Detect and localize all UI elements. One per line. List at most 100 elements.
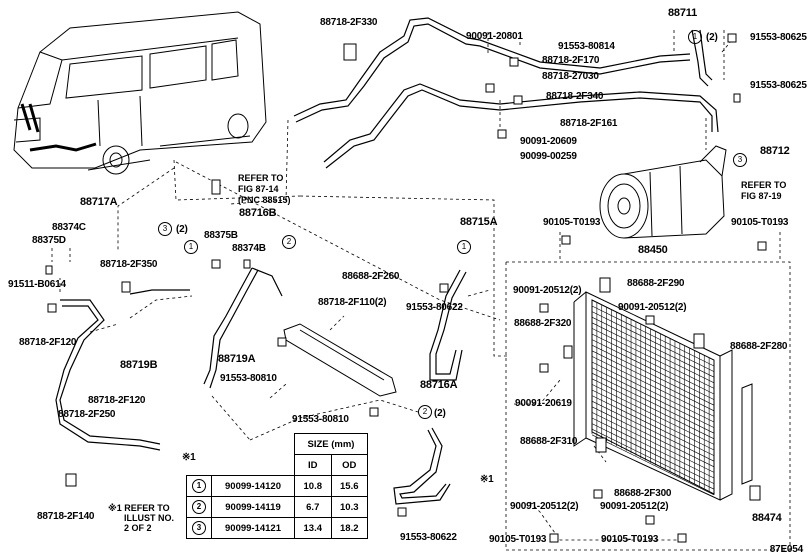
hose-size-table: SIZE (mm) ID OD 1 90099-14120 10.8 15.6 …: [186, 433, 368, 539]
label-90091-20619: 90091-20619: [515, 398, 572, 409]
label-88718-2f140: 88718-2F140: [37, 511, 95, 522]
table-header-od: OD: [330, 454, 368, 476]
condenser-tube: [591, 333, 715, 395]
callout-ref-mark: ※1: [182, 452, 196, 463]
table-cell-part: 90099-14119: [211, 496, 295, 518]
footnote-mark: ※1: [108, 503, 122, 513]
bracket-88688-2f260: [283, 323, 397, 397]
footnote: ※1 REFER TO ILLUST NO. 2 OF 2: [108, 503, 174, 533]
condenser-88450: [573, 291, 761, 501]
footnote-text: 2 OF 2: [124, 523, 152, 533]
van-illustration: [13, 11, 267, 175]
callout-1: 1: [457, 240, 471, 254]
label-91511-b0614: 91511-B0614: [8, 279, 66, 290]
label-88718-2f120-a: 88718-2F120: [19, 337, 77, 348]
condenser-tube: [591, 389, 715, 451]
condenser-tube: [591, 361, 715, 423]
callout-1: 1: [184, 240, 198, 254]
label-88688-2f260: 88688-2F260: [342, 271, 400, 282]
callout-qty: (2): [176, 224, 188, 235]
table-cell-id: 10.8: [294, 475, 332, 497]
condenser-tube: [591, 406, 715, 468]
condenser-tube: [591, 328, 715, 389]
label-88719a: 88719A: [218, 353, 256, 365]
table-row: 1 90099-14120 10.8 15.6: [186, 475, 368, 497]
label-88474: 88474: [752, 512, 782, 524]
label-88718-2f110: 88718-2F110(2): [318, 297, 387, 308]
label-88717a: 88717A: [80, 196, 118, 208]
table-cell-od: 18.2: [330, 517, 368, 539]
table-cell-no: 2: [186, 496, 212, 518]
pipe-88716a: [393, 427, 451, 505]
label-90091-20512-c: 90091-20512(2): [510, 501, 579, 512]
table-row: 3 90099-14121 13.4 18.2: [186, 517, 368, 539]
table-cell-id: 13.4: [294, 517, 332, 539]
label-91553-80814: 91553-80814: [558, 41, 615, 52]
label-90091-20512-a: 90091-20512(2): [513, 285, 582, 296]
label-90105-t0193-c: 90105-T0193: [489, 534, 547, 545]
label-88718-27030: 88718-27030: [542, 71, 599, 82]
row-number: 2: [192, 500, 206, 514]
condenser-tube: [591, 339, 715, 400]
callout-3: 3: [733, 153, 747, 167]
label-88718-2f120-b: 88718-2F120: [88, 395, 146, 406]
label-88718-2f340: 88718-2F340: [546, 91, 604, 102]
label-88688-2f310: 88688-2F310: [520, 436, 578, 447]
label-90105-t0193-a: 90105-T0193: [543, 217, 601, 228]
callout-ref-mark: ※1: [480, 474, 494, 485]
refer-note-fig-87-14: REFER TO FIG 87-14 (PNC 88515): [238, 173, 291, 206]
table-cell-id: 6.7: [294, 496, 332, 518]
callout-2: 2: [418, 405, 432, 419]
condenser-tube: [591, 316, 715, 378]
label-91553-80622-a: 91553-80622: [406, 302, 463, 313]
row-number: 3: [192, 521, 206, 535]
pipe-88716b: [203, 267, 283, 389]
label-88712: 88712: [760, 145, 790, 157]
leader-lines: [51, 30, 791, 551]
label-88374c: 88374C: [52, 222, 86, 233]
label-88688-2f280: 88688-2F280: [730, 341, 788, 352]
pipe-88715a: [429, 269, 467, 381]
label-88688-2f300: 88688-2F300: [614, 488, 672, 499]
condenser-tube: [591, 344, 715, 406]
condenser-tube: [591, 372, 715, 434]
label-88716b: 88716B: [239, 207, 277, 219]
figure-code: 87E054: [769, 544, 803, 555]
table-corner: [187, 434, 212, 455]
label-91553-80625-top: 91553-80625: [750, 32, 807, 43]
table-cell-no: 3: [186, 517, 212, 539]
callout-3: 3: [158, 222, 172, 236]
label-88718-2f350: 88718-2F350: [100, 259, 158, 270]
table-corner: [212, 434, 295, 455]
pipe-88717a: [55, 289, 190, 451]
label-90105-t0193-d: 90105-T0193: [601, 534, 659, 545]
condenser-tube: [591, 367, 715, 428]
label-88718-2f250: 88718-2F250: [58, 409, 116, 420]
condenser-tube: [591, 350, 715, 412]
footnote-text: REFER TO: [124, 503, 170, 513]
condenser-tube: [591, 412, 715, 473]
table-cell-part: 90099-14121: [211, 517, 295, 539]
footnote-text: ILLUST NO.: [124, 513, 174, 523]
table-corner: [212, 455, 295, 476]
refer-note-line: REFER TO: [238, 173, 284, 183]
label-91553-80622-b: 91553-80622: [400, 532, 457, 543]
label-88716a: 88716A: [420, 379, 458, 391]
label-88374b: 88374B: [232, 243, 266, 254]
label-90091-20512-b: 90091-20512(2): [618, 302, 687, 313]
condenser-tube: [591, 417, 715, 479]
condenser-tube: [591, 305, 715, 367]
label-90099-00259: 90099-00259: [520, 151, 577, 162]
hose-upper: [293, 17, 719, 169]
table-corner: [187, 455, 212, 476]
table-header-id: ID: [294, 454, 332, 476]
table-cell-no: 1: [186, 475, 212, 497]
refer-note-fig-87-19: REFER TO FIG 87-19: [741, 180, 786, 202]
callout-qty: (2): [706, 32, 718, 43]
table-title: SIZE (mm): [294, 433, 368, 455]
table-cell-od: 10.3: [330, 496, 368, 518]
refer-note-line: (PNC 88515): [238, 195, 291, 205]
condenser-tube: [591, 378, 715, 440]
table-cell-part: 90099-14120: [211, 475, 295, 497]
